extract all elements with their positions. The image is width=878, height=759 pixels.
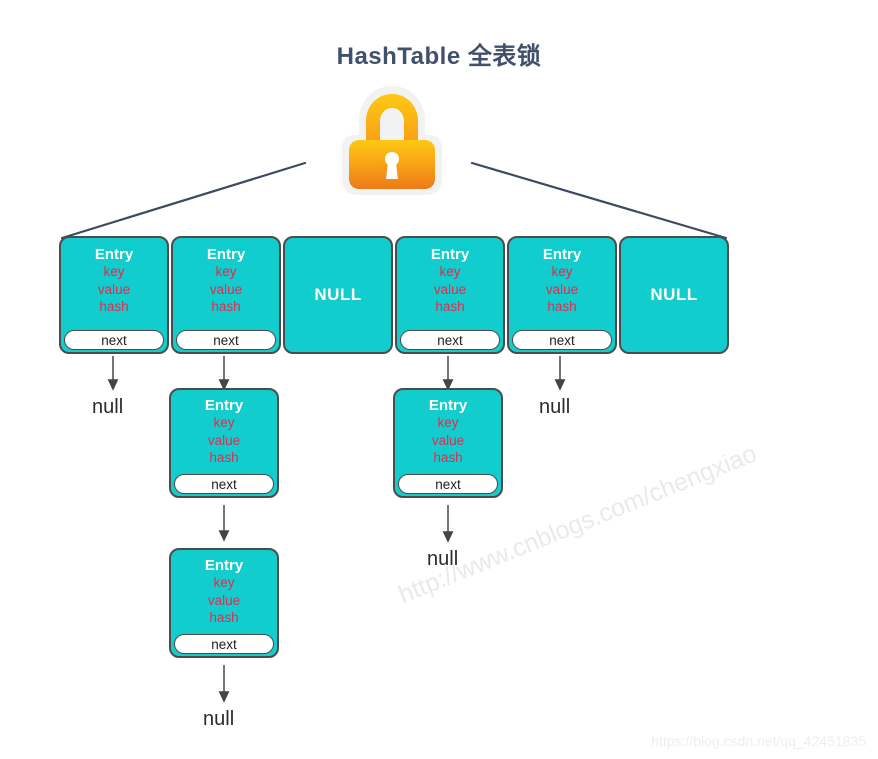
entry-field-key: key (213, 414, 235, 430)
next-pointer[interactable]: next (174, 474, 274, 494)
entry-field-key: key (215, 263, 237, 279)
entry-field-key: key (439, 263, 461, 279)
entry-field-hash: hash (435, 299, 465, 315)
null-terminal-bucket1: null (203, 708, 235, 730)
entry-field-value: value (431, 432, 465, 448)
null-terminal-bucket0: null (92, 396, 124, 418)
entry-field-value: value (207, 592, 241, 608)
entry-field-hash: hash (547, 299, 577, 315)
bucket-5-null[interactable]: NULL (619, 236, 729, 354)
entry-field-key: key (437, 414, 459, 430)
null-label: NULL (650, 285, 698, 304)
entry-title: Entry (94, 246, 134, 263)
null-label: NULL (314, 285, 362, 304)
entry-field-value: value (97, 281, 131, 297)
chain-node-bucket3-0[interactable]: Entry key value hash next (393, 388, 503, 498)
next-pointer[interactable]: next (64, 330, 164, 350)
entry-field-key: key (551, 263, 573, 279)
null-terminal-bucket4: null (539, 396, 571, 418)
entry-title: Entry (430, 246, 470, 263)
bucket-2-null[interactable]: NULL (283, 236, 393, 354)
entry-field-hash: hash (209, 450, 239, 466)
next-pointer[interactable]: next (398, 474, 498, 494)
page-title: HashTable 全表锁 (336, 43, 542, 70)
entry-title: Entry (206, 246, 246, 263)
entry-field-hash: hash (99, 299, 129, 315)
padlock-icon (332, 80, 452, 200)
entry-field-value: value (209, 281, 243, 297)
entry-field-hash: hash (211, 299, 241, 315)
next-pointer[interactable]: next (176, 330, 276, 350)
entry-field-value: value (545, 281, 579, 297)
entry-field-value: value (207, 432, 241, 448)
entry-field-hash: hash (433, 450, 463, 466)
entry-field-key: key (213, 574, 235, 590)
bucket-3-entry[interactable]: Entry key value hash next (395, 236, 505, 354)
next-pointer[interactable]: next (400, 330, 500, 350)
entry-title: Entry (542, 246, 582, 263)
next-pointer[interactable]: next (174, 634, 274, 654)
entry-title: Entry (204, 397, 244, 414)
bucket-1-entry[interactable]: Entry key value hash next (171, 236, 281, 354)
entry-field-hash: hash (209, 610, 239, 626)
null-terminal-bucket3: null (427, 548, 459, 570)
next-pointer[interactable]: next (512, 330, 612, 350)
chain-node-bucket1-0[interactable]: Entry key value hash next (169, 388, 279, 498)
chain-node-bucket1-1[interactable]: Entry key value hash next (169, 548, 279, 658)
entry-title: Entry (204, 557, 244, 574)
entry-field-key: key (103, 263, 125, 279)
bucket-0-entry[interactable]: Entry key value hash next (59, 236, 169, 354)
entry-field-value: value (433, 281, 467, 297)
bucket-4-entry[interactable]: Entry key value hash next (507, 236, 617, 354)
watermark-csdn: https://blog.csdn.net/qq_42451835 (651, 733, 866, 749)
entry-title: Entry (428, 397, 468, 414)
